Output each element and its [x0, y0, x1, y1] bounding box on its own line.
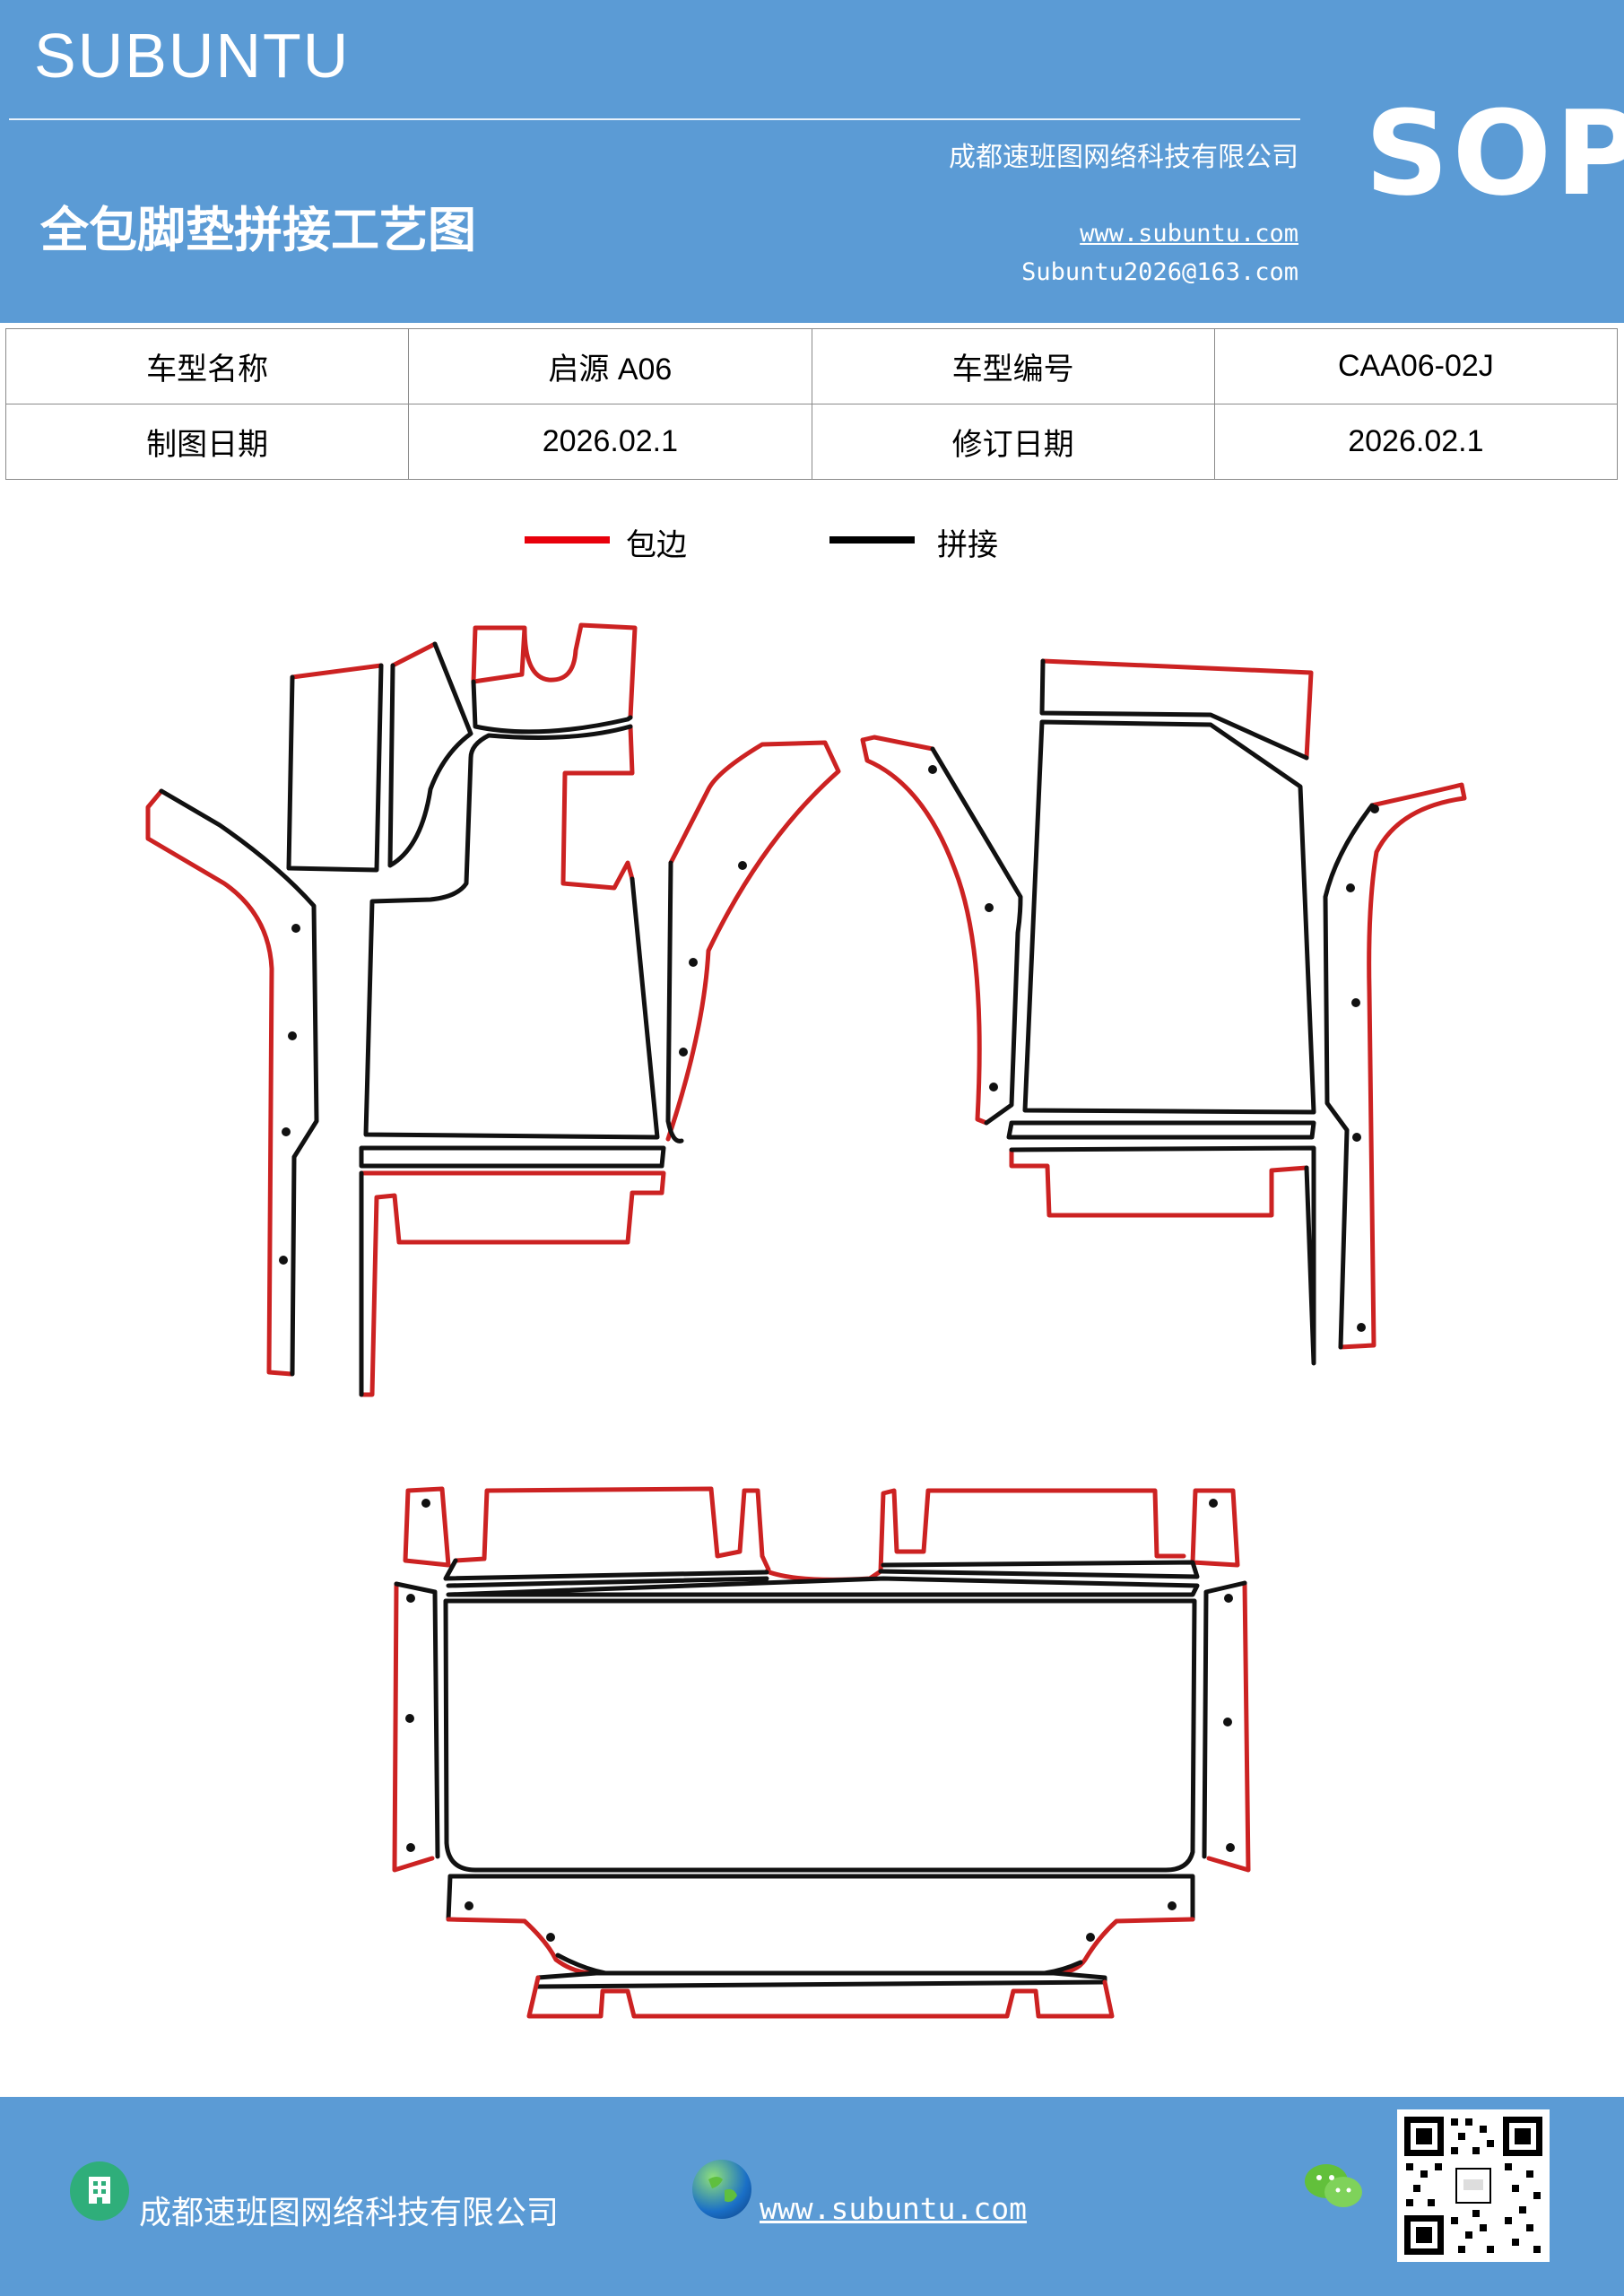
header-divider — [9, 118, 1300, 120]
company-name: 成都速班图网络科技有限公司 — [949, 142, 1298, 173]
front-right-dots — [928, 765, 1379, 1332]
revision-date-label: 修订日期 — [811, 404, 1215, 480]
vehicle-info-table: 车型名称 启源 A06 车型编号 CAA06-02J 制图日期 2026.02.… — [4, 328, 1619, 480]
rear-dots — [405, 1499, 1235, 1942]
draw-date-label: 制图日期 — [4, 404, 410, 480]
wechat-icon — [1302, 2160, 1365, 2213]
legend-label-edging: 包边 — [626, 527, 687, 563]
footer-banner: 成都速班图网络科技有限公司 www.subuntu.com — [0, 2097, 1624, 2296]
footer-company-name: 成都速班图网络科技有限公司 — [139, 2195, 560, 2231]
revision-date-value: 2026.02.1 — [1213, 404, 1619, 480]
sop-badge: SOP — [1365, 85, 1624, 222]
model-code-label: 车型编号 — [811, 328, 1215, 404]
footer-website-link[interactable]: www.subuntu.com — [760, 2191, 1028, 2226]
email-address: Subuntu2026@163.com — [1021, 258, 1298, 286]
brand-logo-text: SUBUNTU — [34, 21, 351, 91]
model-name-label: 车型名称 — [4, 328, 410, 404]
model-name-value: 启源 A06 — [408, 328, 812, 404]
front-left-dots — [279, 861, 747, 1265]
document-title: 全包脚垫拼接工艺图 — [40, 202, 476, 258]
table-row: 车型名称 启源 A06 车型编号 CAA06-02J — [4, 328, 1619, 404]
building-icon — [70, 2161, 129, 2221]
table-row: 制图日期 2026.02.1 修订日期 2026.02.1 — [4, 404, 1619, 480]
rear-mat-group — [392, 1486, 1251, 2019]
legend-swatch-edging — [525, 536, 610, 544]
model-code-value: CAA06-02J — [1213, 328, 1619, 404]
header-banner: SUBUNTU 成都速班图网络科技有限公司 全包脚垫拼接工艺图 www.subu… — [0, 0, 1624, 323]
website-link[interactable]: www.subuntu.com — [1080, 220, 1298, 248]
qr-code — [1397, 2109, 1550, 2262]
globe-icon — [692, 2160, 751, 2219]
legend-swatch-seam — [829, 536, 915, 544]
legend: 包边 拼接 — [0, 522, 1624, 576]
front-right-mat-group — [860, 658, 1467, 1366]
legend-label-seam: 拼接 — [937, 527, 998, 563]
front-left-mat-group — [145, 622, 841, 1397]
draw-date-value: 2026.02.1 — [408, 404, 812, 480]
